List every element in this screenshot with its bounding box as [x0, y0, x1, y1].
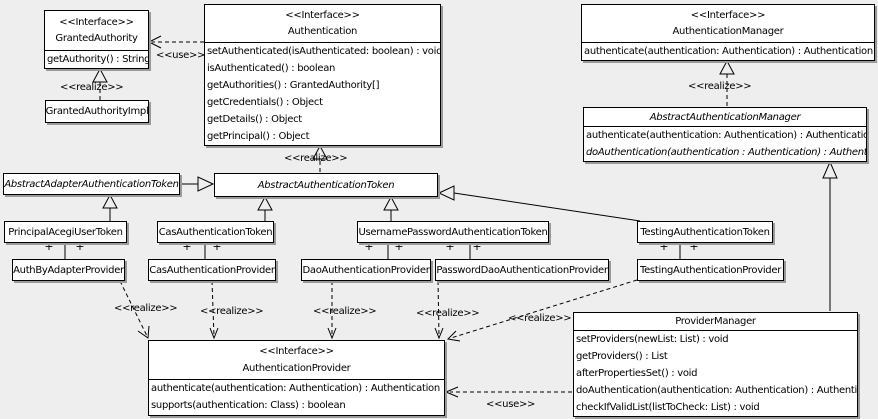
class-stereotype: <<Interface>> — [59, 16, 134, 28]
class-name: Authentication — [287, 26, 358, 37]
realize-label: <<realize>> — [688, 81, 752, 92]
realize-label: <<realize>> — [508, 313, 572, 324]
class-box-authentication: <<Interface>> Authentication setAuthenti… — [204, 4, 441, 146]
multiplicity-label: + — [44, 240, 54, 253]
multiplicity-label: + — [659, 240, 669, 253]
class-box-password-dao-authentication-provider: PasswordDaoAuthenticationProvider — [435, 259, 609, 281]
method-compartment: authenticate(authentication: Authenticat… — [149, 379, 444, 414]
class-box-authentication-manager: <<Interface>> AuthenticationManager auth… — [581, 4, 875, 61]
class-stereotype: <<Interface>> — [690, 10, 766, 21]
realize-label: <<realize>> — [416, 308, 480, 319]
method-item: checkIfValidList(listToCheck: List) : vo… — [576, 402, 760, 413]
realize-label: <<realize>> — [200, 306, 264, 317]
class-name: AbstractAdapterAuthenticationToken — [4, 178, 179, 190]
method-compartment: authenticate(authentication: Authenticat… — [582, 42, 874, 60]
method-item: getProviders() : List — [576, 351, 668, 362]
method-item: getAuthority() : String — [47, 54, 148, 65]
method-item: getAuthorities() : GrantedAuthority[] — [207, 80, 380, 91]
class-box-auth-by-adapter-provider: AuthByAdapterProvider — [12, 259, 125, 281]
method-item: doAuthentication(authentication : Authen… — [586, 147, 866, 158]
method-item: getDetails() : Object — [207, 114, 302, 125]
class-name: AuthenticationManager — [672, 26, 784, 37]
class-name: CasAuthenticationToken — [158, 226, 273, 238]
class-name: AbstractAuthenticationManager — [649, 111, 801, 123]
class-name: GrantedAuthorityImpl — [46, 106, 148, 117]
class-name: TestingAuthenticationToken — [640, 226, 770, 238]
generalization-edges — [109, 178, 831, 311]
method-item: isAuthenticated() : boolean — [207, 63, 336, 74]
realize-label: <<realize>> — [313, 306, 377, 317]
class-stereotype: <<Interface>> — [285, 10, 360, 21]
class-box-granted-authority-impl: GrantedAuthorityImpl — [45, 100, 149, 123]
use-label: <<use>> — [156, 50, 206, 61]
class-box-testing-authentication-provider: TestingAuthenticationProvider — [637, 259, 784, 281]
multiplicity-label: + — [394, 240, 404, 253]
method-item: authenticate(authentication: Authenticat… — [586, 130, 866, 141]
class-box-testing-authentication-token: TestingAuthenticationToken — [637, 221, 773, 243]
class-name: DaoAuthenticationProvider — [302, 264, 430, 276]
class-name: AuthenticationProvider — [242, 362, 351, 374]
class-box-dao-authentication-provider: DaoAuthenticationProvider — [301, 259, 431, 281]
realize-label: <<realize>> — [114, 303, 178, 314]
class-name: PasswordDaoAuthenticationProvider — [436, 264, 608, 276]
class-box-authentication-provider: <<Interface>> AuthenticationProvider aut… — [148, 340, 445, 416]
method-item: supports(authentication: Class) : boolea… — [151, 400, 346, 411]
multiplicity-label: + — [445, 240, 455, 253]
multiplicity-label: + — [472, 240, 482, 253]
class-box-username-password-authentication-token: UsernamePasswordAuthenticationToken — [357, 221, 549, 243]
class-name: PrincipalAcegiUserToken — [8, 226, 123, 238]
class-name: GrantedAuthority — [55, 33, 138, 45]
method-item: afterPropertiesSet() : void — [576, 368, 698, 379]
class-title: <<Interface>> GrantedAuthority — [45, 11, 148, 50]
use-label: <<use>> — [486, 399, 536, 410]
multiplicity-label: + — [212, 240, 222, 253]
open-arrowheads — [137, 35, 461, 398]
method-item: getCredentials() : Object — [207, 97, 323, 108]
class-box-abstract-authentication-manager: AbstractAuthenticationManager authentica… — [583, 107, 867, 162]
realize-arrowheads — [92, 59, 735, 160]
method-item: authenticate(authentication: Authenticat… — [584, 46, 873, 57]
multiplicity-label: + — [75, 240, 85, 253]
method-compartment: setProviders(newList: List) : void getPr… — [574, 330, 857, 416]
method-item: doAuthentication(authentication: Authent… — [576, 385, 857, 396]
class-name: AbstractAuthenticationToken — [257, 179, 395, 191]
method-item: getPrincipal() : Object — [207, 131, 310, 142]
class-title: <<Interface>> AuthenticationManager — [582, 5, 874, 42]
multiplicity-label: + — [364, 240, 374, 253]
class-title: <<Interface>> Authentication — [205, 5, 440, 42]
realize-label: <<realize>> — [284, 153, 348, 164]
method-compartment: setAuthenticated(isAuthenticated: boolea… — [205, 42, 440, 145]
generalization-arrowheads — [102, 160, 838, 211]
method-item: authenticate(authentication: Authenticat… — [151, 383, 440, 394]
class-stereotype: <<Interface>> — [259, 346, 334, 358]
class-box-principal-acegi-user-token: PrincipalAcegiUserToken — [4, 221, 127, 243]
class-name: CasAuthenticationProvider — [149, 264, 275, 276]
association-edges — [64, 243, 681, 259]
multiplicity-label: + — [689, 240, 699, 253]
class-name: TestingAuthenticationProvider — [639, 264, 782, 276]
class-name: UsernamePasswordAuthenticationToken — [358, 226, 548, 238]
class-box-abstract-adapter-authentication-token: AbstractAdapterAuthenticationToken — [3, 173, 180, 195]
dashed-edges — [99, 41, 728, 393]
class-box-cas-authentication-token: CasAuthenticationToken — [157, 221, 274, 243]
class-box-granted-authority: <<Interface>> GrantedAuthority getAuthor… — [44, 10, 149, 69]
method-item: setProviders(newList: List) : void — [576, 334, 729, 345]
method-item: setAuthenticated(isAuthenticated: boolea… — [207, 46, 440, 57]
class-name: ProviderManager — [675, 316, 756, 327]
class-name: AuthByAdapterProvider — [13, 264, 124, 276]
class-box-cas-authentication-provider: CasAuthenticationProvider — [148, 259, 276, 281]
class-box-abstract-authentication-token: AbstractAuthenticationToken — [214, 173, 438, 197]
realize-label: <<realize>> — [60, 82, 124, 93]
class-title: <<Interface>> AuthenticationProvider — [149, 341, 444, 379]
multiplicity-label: + — [182, 240, 192, 253]
method-compartment: getAuthority() : String — [45, 50, 148, 68]
method-compartment: authenticate(authentication: Authenticat… — [584, 126, 866, 161]
class-box-provider-manager: ProviderManager setProviders(newList: Li… — [573, 312, 858, 417]
